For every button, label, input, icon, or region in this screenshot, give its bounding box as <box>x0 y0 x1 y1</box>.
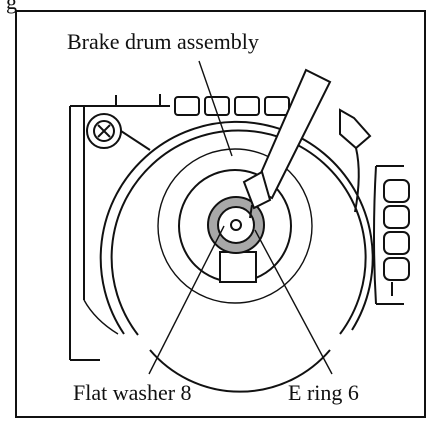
leader-lines <box>148 60 333 375</box>
label-e-ring: E ring 6 <box>288 380 359 405</box>
label-brake-drum-assembly: Brake drum assembly <box>67 29 259 54</box>
side-lever <box>339 108 372 213</box>
figure-frame <box>15 10 426 418</box>
corner-title: g <box>6 0 17 14</box>
housing-tabs <box>174 96 290 116</box>
screwdriver-tool <box>242 68 332 219</box>
e-ring <box>217 206 255 244</box>
pivot-screw <box>86 113 151 151</box>
label-flat-washer: Flat washer 8 <box>73 380 192 405</box>
right-bracket <box>373 165 410 305</box>
drum-rings <box>99 120 374 393</box>
housing-outline <box>69 94 170 361</box>
